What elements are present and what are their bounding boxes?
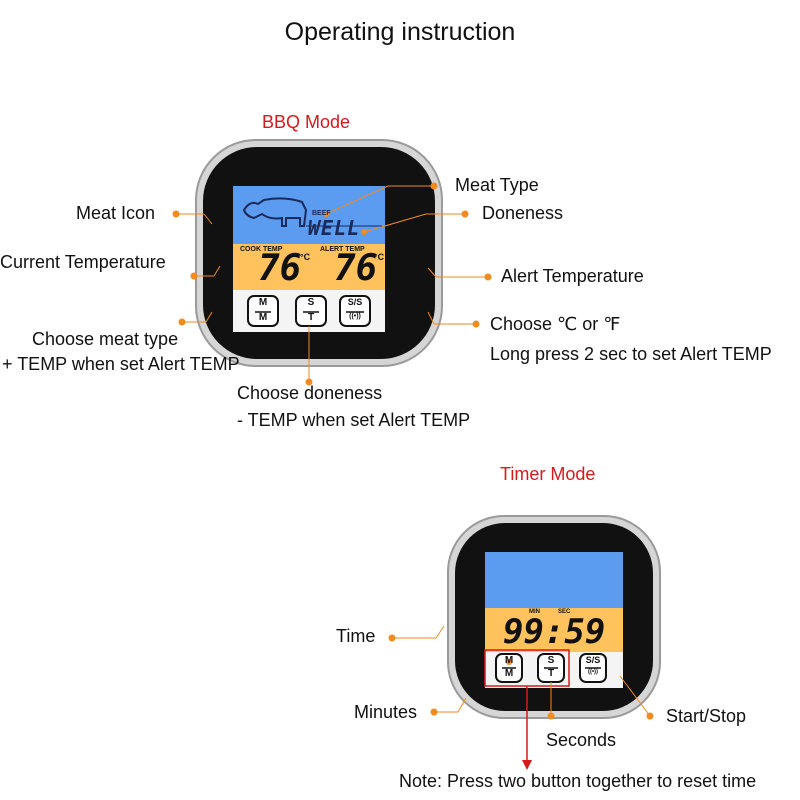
alert-temp-label: ALERT TEMP [320, 246, 365, 253]
page-title: Operating instruction [284, 18, 516, 46]
timer-sec-label: SEC [558, 609, 571, 615]
bbq-button-mm[interactable] [247, 295, 279, 327]
label-choose-doneness-note: - TEMP when set Alert TEMP [237, 410, 471, 430]
label-minutes: Minutes [354, 702, 418, 722]
bbq-doneness-text: WELL [308, 216, 361, 240]
alert-temp-unit: °C [374, 252, 385, 262]
bbq-btn1-bottom: M [258, 312, 268, 323]
timer-button-mm[interactable] [495, 653, 523, 683]
bbq-btn2-top: S [307, 297, 315, 308]
bbq-lcd-amber-zone [233, 244, 385, 290]
timer-leader-lines [388, 625, 654, 720]
cook-temp-value: 76 [258, 248, 302, 289]
timer-button-ss[interactable] [579, 653, 607, 683]
label-current-temperature: Current Temperature [0, 252, 166, 272]
timer-btn2-bottom: T [547, 668, 555, 679]
bbq-btn1-top: M [258, 297, 268, 308]
label-doneness: Doneness [482, 203, 564, 223]
label-choose-doneness: Choose doneness [237, 383, 383, 403]
label-long-press: Long press 2 sec to set Alert TEMP [490, 344, 772, 364]
bbq-btn2-bottom: T [307, 312, 315, 323]
timer-btn3-bottom: ((•)) [587, 669, 599, 675]
label-seconds: Seconds [546, 730, 617, 750]
timer-device [447, 515, 661, 719]
timer-lcd-blue-zone [485, 552, 623, 608]
bbq-button-st[interactable] [295, 295, 327, 327]
timer-btn3-top: S/S [585, 655, 601, 665]
label-choose-unit: Choose ℃ or ℉ [490, 314, 621, 334]
bbq-mode-title: BBQ Mode [262, 112, 351, 132]
bbq-device [195, 139, 443, 367]
cook-temp-unit: °C [300, 252, 311, 262]
timer-mode-title: Timer Mode [500, 464, 596, 484]
label-time: Time [336, 626, 376, 646]
timer-btn2-top: S [547, 655, 555, 666]
bbq-btn3-top: S/S [347, 297, 363, 307]
timer-min-label: MIN [529, 609, 540, 615]
timer-lcd-amber-zone [485, 608, 623, 652]
bbq-leader-lines [172, 182, 492, 386]
label-meat-icon: Meat Icon [76, 203, 156, 223]
label-meat-type: Meat Type [455, 175, 539, 195]
timer-button-st[interactable] [537, 653, 565, 683]
cook-temp-label: COOK TEMP [240, 246, 283, 253]
label-choose-meat-type-note: + TEMP when set Alert TEMP [2, 354, 240, 374]
cow-icon [242, 197, 308, 227]
reset-arrow [522, 686, 532, 770]
bbq-btn3-bottom: ((•)) [349, 313, 361, 320]
alert-temp-value: 76 [334, 248, 378, 289]
timer-time-value: 99:59 [503, 612, 606, 652]
timer-btn1-bottom: M [504, 668, 514, 679]
label-start-stop: Start/Stop [666, 706, 747, 726]
timer-btn1-top: M [504, 655, 514, 666]
label-alert-temperature: Alert Temperature [501, 266, 644, 286]
bbq-meat-type-text: BEEF [312, 210, 331, 217]
bbq-button-ss[interactable] [339, 295, 371, 327]
label-choose-meat-type: Choose meat type [32, 329, 179, 349]
label-reset-note: Note: Press two button together to reset… [399, 771, 757, 791]
